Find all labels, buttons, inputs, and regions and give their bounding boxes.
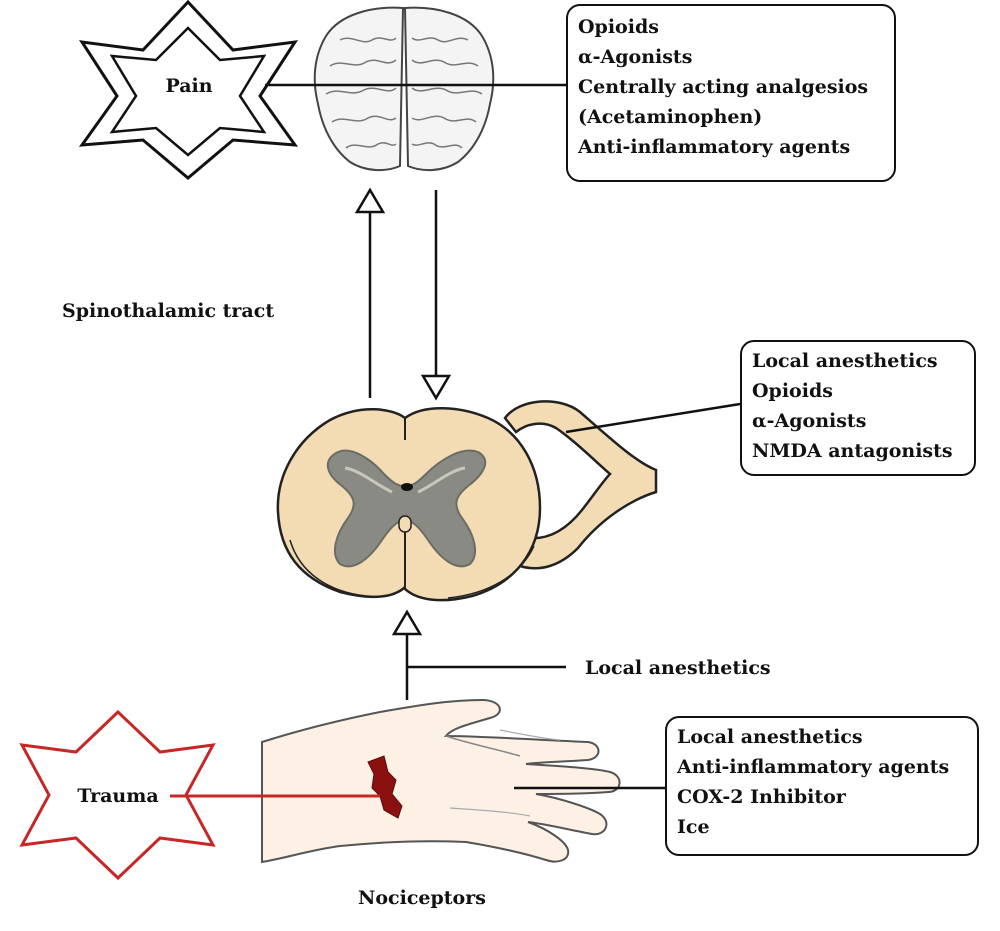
lower-ascending-arrow xyxy=(391,609,423,700)
hand-drug-item: Ice xyxy=(677,816,710,838)
spinal-connector-line xyxy=(565,402,741,434)
hand-drug-box: Local anesthetics Anti-inflammatory agen… xyxy=(665,716,979,856)
hand-illustration xyxy=(261,698,621,864)
nociceptors-label: Nociceptors xyxy=(358,887,486,909)
trauma-label: Trauma xyxy=(77,785,158,807)
spinal-drug-box: Local anesthetics Opioids α-Agonists NMD… xyxy=(740,340,976,476)
pain-star xyxy=(78,0,299,180)
brain-illustration xyxy=(313,6,495,172)
wound-mark xyxy=(367,755,403,819)
hand-drug-item: Anti-inflammatory agents xyxy=(677,756,950,778)
local-anesthetics-label: Local anesthetics xyxy=(585,657,771,679)
hand-drug-item: Local anesthetics xyxy=(677,726,863,748)
spinothalamic-tract-label: Spinothalamic tract xyxy=(62,300,274,322)
brain-drug-item: α-Agonists xyxy=(578,46,693,68)
spinal-drug-item: α-Agonists xyxy=(752,410,867,432)
brain-drug-item: Centrally acting analgesios xyxy=(578,76,869,98)
spinal-drug-item: Opioids xyxy=(752,380,833,402)
spinal-drug-item: Local anesthetics xyxy=(752,350,938,372)
brain-drug-item: Anti-inflammatory agents xyxy=(578,136,851,158)
pain-label: Pain xyxy=(165,75,212,97)
descending-arrow xyxy=(420,190,452,401)
ascending-arrow xyxy=(354,187,386,398)
brain-drug-box: Opioids α-Agonists Centrally acting anal… xyxy=(566,4,896,182)
hand-drug-item: COX-2 Inhibitor xyxy=(677,786,846,808)
brain-drug-item: Opioids xyxy=(578,16,659,38)
trauma-star xyxy=(19,709,216,881)
spinal-cord-illustration xyxy=(276,400,658,602)
spinal-drug-item: NMDA antagonists xyxy=(752,440,953,462)
brain-drug-item: (Acetaminophen) xyxy=(578,106,763,128)
